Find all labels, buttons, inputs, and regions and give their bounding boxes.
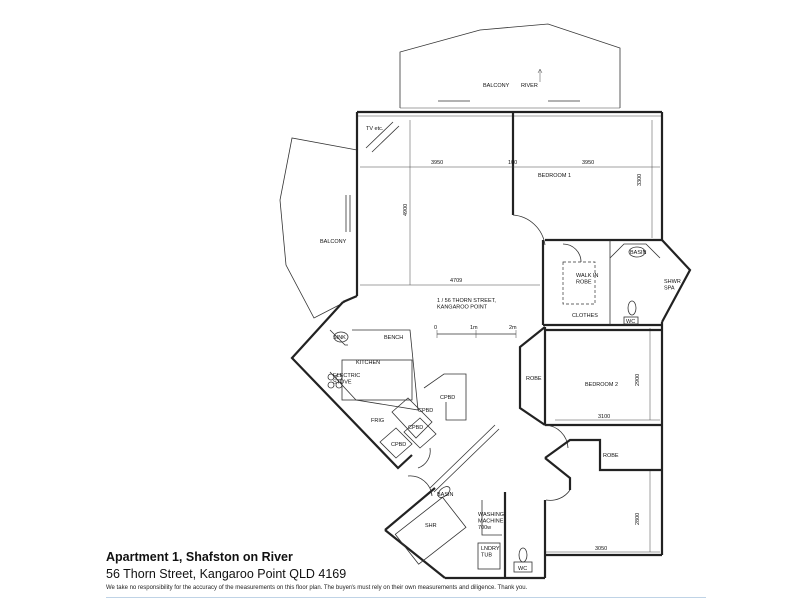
wc-fixture <box>623 316 639 325</box>
dim-3300: 3300 <box>637 174 643 186</box>
dimension-labels: 3950 100 3950 3300 4900 4709 2900 3100 2… <box>403 160 643 552</box>
label-bedroom-2: BEDROOM 2 <box>585 382 618 388</box>
dim-100: 100 <box>508 160 517 166</box>
stove-burner <box>335 381 343 389</box>
room-labels: BALCONY RIVER TV etc. BEDROOM 1 BALCONY … <box>320 83 681 572</box>
kitchen-walls <box>327 329 467 469</box>
label-cpbd-1: CPBD <box>440 395 455 401</box>
label-cpbd-3: CPBD <box>408 425 423 431</box>
label-robe-left: ROBE <box>526 376 542 382</box>
label-clothes: CLOTHES <box>572 313 598 319</box>
scale-two-metre: 2m <box>509 325 517 331</box>
dim-3950-right: 3950 <box>582 160 594 166</box>
label-cpbd-4: CPBD <box>391 442 406 448</box>
label-cpbd-2: CPBD <box>418 408 433 414</box>
label-unit-address: 1 / 56 THORN STREET,KANGAROO POINT <box>437 298 496 311</box>
label-frig: FRIG <box>371 418 384 424</box>
bedroom1-walls <box>365 112 662 246</box>
exterior-walls <box>290 110 692 580</box>
scale-one-metre: 1m <box>470 325 478 331</box>
dim-3050: 3050 <box>595 546 607 552</box>
label-bench: BENCH <box>384 335 403 341</box>
dimension-lines <box>360 120 660 553</box>
balcony-left <box>279 137 358 319</box>
caption-address: 56 Thorn Street, Kangaroo Point QLD 4169 <box>106 567 347 581</box>
dim-4900: 4900 <box>403 204 409 216</box>
label-wc-ensuite: WC <box>626 319 635 325</box>
stove-burner <box>327 373 335 381</box>
label-robe-right: ROBE <box>603 453 619 459</box>
stove-burner <box>335 373 343 381</box>
laundry-walls <box>394 475 533 578</box>
dim-2800: 2800 <box>635 513 641 525</box>
label-tv: TV etc. <box>366 126 384 132</box>
dim-2900: 2900 <box>635 374 641 386</box>
caption-rule <box>106 597 706 598</box>
label-bedroom-1: BEDROOM 1 <box>538 173 571 179</box>
scale-bar: 0 1m 2m <box>434 325 517 338</box>
label-shr: SHR <box>425 523 437 529</box>
scale-zero: 0 <box>434 325 437 331</box>
label-basin: BASIN <box>630 250 647 256</box>
sink-fixture <box>333 331 349 343</box>
balcony-top <box>399 23 621 109</box>
label-balcony-left: BALCONY <box>320 239 347 245</box>
dim-3950-left: 3950 <box>431 160 443 166</box>
basin-fixture <box>628 246 646 258</box>
label-balcony-top: BALCONY <box>483 83 510 89</box>
plan-caption: Apartment 1, Shafston on River 56 Thorn … <box>106 550 786 592</box>
bedroom3-walls <box>543 438 662 555</box>
label-wc-laundry: WC <box>518 566 527 572</box>
label-kitchen: KITCHEN <box>356 360 380 366</box>
dim-4709: 4709 <box>450 278 462 284</box>
label-basin-laundry: BASIN <box>437 492 454 498</box>
label-river: RIVER <box>521 83 538 89</box>
dim-3100: 3100 <box>598 414 610 420</box>
ensuite-walls <box>541 240 662 327</box>
label-sink: SINK <box>333 335 346 341</box>
caption-title: Apartment 1, Shafston on River <box>106 550 293 564</box>
caption-disclaimer: We take no responsibility for the accura… <box>106 585 528 591</box>
stove-burner <box>327 381 335 389</box>
bedroom2-walls <box>429 326 662 493</box>
